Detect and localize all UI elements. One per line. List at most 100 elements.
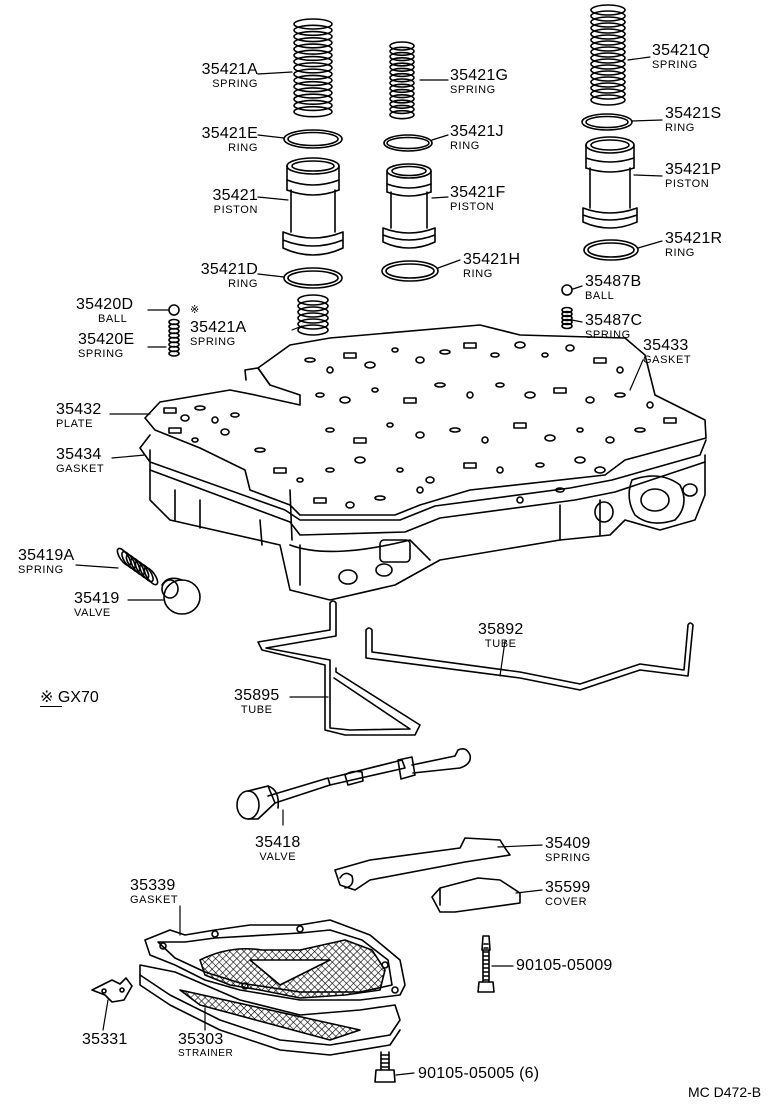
figure-code: MC D472-B xyxy=(688,1084,762,1100)
coil-turn xyxy=(590,34,626,46)
coil-turn xyxy=(297,300,329,312)
plate-hole xyxy=(593,357,607,364)
plate-hole xyxy=(194,405,206,411)
coil-turn xyxy=(590,70,626,82)
plate-hole xyxy=(663,417,677,424)
coil-turn xyxy=(561,318,573,326)
coil-turn xyxy=(389,83,415,94)
part-name: RING xyxy=(450,140,480,152)
coil-turn xyxy=(293,36,333,49)
coil-turn xyxy=(561,314,573,322)
tube-35892 xyxy=(365,622,694,691)
coil-turn xyxy=(590,40,626,52)
part-name: PISTON xyxy=(450,201,495,213)
label-90105-05009: 90105-05009 xyxy=(516,958,613,974)
plate-hole xyxy=(481,436,489,444)
part-number: 35421E xyxy=(201,125,258,142)
plate-hole xyxy=(415,356,425,364)
valve-35418 xyxy=(236,748,472,820)
plate-hole xyxy=(325,467,335,473)
part-number: 35599 xyxy=(545,879,591,896)
plate-hole xyxy=(391,347,399,353)
ring-35421R xyxy=(583,239,639,261)
clip-35331 xyxy=(91,977,133,1003)
coil-turn xyxy=(590,88,626,100)
plate-hole xyxy=(555,487,565,493)
coil-turn xyxy=(293,80,333,93)
coil-turn xyxy=(389,67,415,78)
plate-hole xyxy=(513,422,527,429)
coil-turn xyxy=(561,322,573,330)
plate-hole xyxy=(386,422,394,428)
part-number: 35433 xyxy=(643,337,689,354)
ring-35421D xyxy=(283,267,343,289)
plate-hole xyxy=(325,427,335,433)
coil-turn xyxy=(293,68,333,80)
plate-hole xyxy=(273,467,287,474)
coil-turn xyxy=(590,10,626,22)
coil-turn xyxy=(389,46,415,57)
part-number: 35409 xyxy=(545,835,591,852)
part-name: RING xyxy=(228,142,258,154)
plate-hole xyxy=(576,427,584,433)
leader-lines xyxy=(75,56,663,1076)
part-name: SPRING xyxy=(652,59,698,71)
coil-turn xyxy=(590,22,626,34)
coil-turn xyxy=(293,55,333,68)
coil-turn xyxy=(590,4,626,16)
piston-35421F xyxy=(382,163,436,249)
coil-turn xyxy=(389,72,415,83)
spring-35487C xyxy=(561,306,573,330)
plate-hole xyxy=(163,407,177,414)
plate-hole xyxy=(339,396,351,404)
label-90105-05005: 90105-05005 (6) xyxy=(418,1066,539,1082)
part-name: BALL xyxy=(585,290,615,302)
coil-turn xyxy=(389,88,415,99)
ball-35420D xyxy=(168,304,180,316)
coil-turn xyxy=(293,99,333,112)
part-name: RING xyxy=(665,122,695,134)
coil-turn xyxy=(389,57,415,67)
piston-35421P xyxy=(582,136,638,229)
plate-hole xyxy=(343,352,357,359)
gasket-35433-outline xyxy=(144,324,707,516)
tube-35895 xyxy=(257,600,421,736)
coil-turn xyxy=(561,306,573,314)
plate-hole xyxy=(574,456,586,464)
part-number: 35895 xyxy=(234,687,280,704)
part-name: PISTON xyxy=(665,178,710,190)
part-number: 35421A xyxy=(201,61,258,78)
part-number: 35421 xyxy=(212,187,258,204)
plate-hole xyxy=(490,352,500,358)
coil-turn xyxy=(590,64,626,76)
part-name: SPRING xyxy=(545,852,591,864)
part-name: SPRING xyxy=(18,564,64,576)
ring-35421E xyxy=(283,129,343,149)
part-name: TUBE xyxy=(484,638,517,650)
coil-turn xyxy=(293,49,333,62)
part-number: 35303 xyxy=(178,1031,224,1048)
part-number: 35421D xyxy=(200,261,258,278)
plate-hole xyxy=(634,427,646,433)
part-number: 35420D xyxy=(76,296,134,313)
coil-turn xyxy=(293,43,333,55)
plate-hole xyxy=(353,437,367,444)
part-name: COVER xyxy=(545,896,588,908)
plate-hole xyxy=(364,361,376,369)
spring-35420E xyxy=(168,318,180,357)
plate-hole xyxy=(345,501,355,509)
